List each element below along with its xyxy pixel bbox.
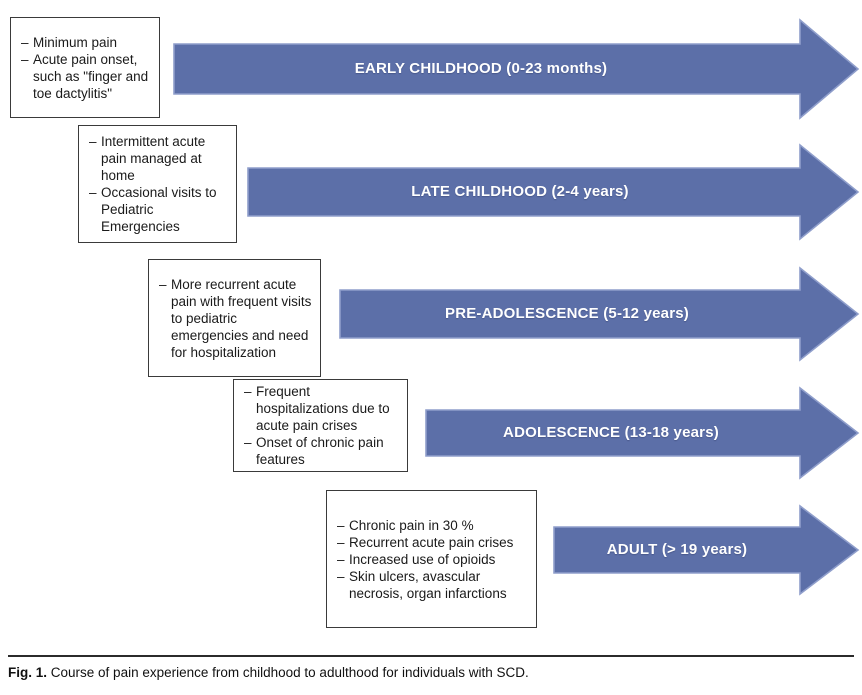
arrow-polygon: [173, 18, 860, 120]
stage-textbox-adult: –Chronic pain in 30 % –Recurrent acute p…: [326, 490, 537, 628]
stage-arrow-adolescence: ADOLESCENCE (13-18 years): [425, 386, 860, 480]
bullet-dash: –: [244, 384, 252, 399]
bullet-dash: –: [244, 435, 252, 450]
list-item: –More recurrent acute pain with frequent…: [159, 276, 312, 361]
arrow-polygon: [425, 386, 860, 480]
figure-caption: Fig. 1. Course of pain experience from c…: [8, 664, 854, 682]
list-item: –Frequent hospitalizations due to acute …: [244, 383, 399, 434]
stage-arrow-adult: ADULT (> 19 years): [553, 504, 860, 596]
bullet-text: Occasional visits to Pediatric Emergenci…: [101, 185, 217, 234]
stage-arrow-early-childhood: EARLY CHILDHOOD (0-23 months): [173, 18, 860, 120]
bullet-text: Recurrent acute pain crises: [349, 534, 514, 550]
caption-divider: [8, 655, 854, 657]
list-item: –Chronic pain in 30 %: [337, 517, 528, 534]
bullet-dash: –: [337, 568, 345, 584]
bullet-text: Chronic pain in 30 %: [349, 517, 474, 533]
bullet-dash: –: [89, 134, 97, 149]
bullet-text: Minimum pain: [33, 34, 118, 50]
list-item: –Acute pain onset, such as "finger and t…: [21, 51, 151, 102]
bullet-text: Intermittent acute pain managed at home: [101, 134, 206, 183]
bullet-text: Frequent hospitalizations due to acute p…: [256, 384, 390, 433]
list-item: –Skin ulcers, avascular necrosis, organ …: [337, 568, 528, 602]
stage-textbox-pre-adolescence: –More recurrent acute pain with frequent…: [148, 259, 321, 377]
arrow-shape: [425, 386, 860, 480]
list-item: –Intermittent acute pain managed at home: [89, 133, 228, 184]
arrow-shape: [247, 143, 860, 241]
bullet-list: –Intermittent acute pain managed at home…: [89, 133, 228, 235]
list-item: –Onset of chronic pain features: [244, 434, 399, 468]
arrow-polygon: [553, 504, 860, 596]
bullet-list: –Minimum pain –Acute pain onset, such as…: [21, 34, 151, 102]
bullet-text: More recurrent acute pain with frequent …: [171, 276, 312, 360]
bullet-dash: –: [89, 185, 97, 200]
bullet-list: –More recurrent acute pain with frequent…: [159, 276, 312, 361]
arrow-shape: [173, 18, 860, 120]
bullet-text: Skin ulcers, avascular necrosis, organ i…: [349, 568, 507, 601]
bullet-dash: –: [337, 534, 345, 550]
arrow-polygon: [247, 143, 860, 241]
bullet-dash: –: [159, 276, 167, 292]
bullet-text: Increased use of opioids: [349, 551, 496, 567]
stage-textbox-early-childhood: –Minimum pain –Acute pain onset, such as…: [10, 17, 160, 118]
list-item: –Recurrent acute pain crises: [337, 534, 528, 551]
list-item: –Occasional visits to Pediatric Emergenc…: [89, 184, 228, 235]
list-item: –Minimum pain: [21, 34, 151, 51]
stage-textbox-late-childhood: –Intermittent acute pain managed at home…: [78, 125, 237, 243]
bullet-dash: –: [21, 51, 29, 67]
bullet-dash: –: [337, 551, 345, 567]
bullet-list: –Frequent hospitalizations due to acute …: [244, 383, 399, 468]
arrow-polygon: [339, 266, 860, 362]
caption-text: Course of pain experience from childhood…: [50, 665, 529, 680]
bullet-dash: –: [21, 34, 29, 50]
caption-label: Fig. 1.: [8, 665, 48, 680]
list-item: –Increased use of opioids: [337, 551, 528, 568]
bullet-text: Onset of chronic pain features: [256, 435, 384, 467]
bullet-text: Acute pain onset, such as "finger and to…: [33, 51, 149, 101]
bullet-dash: –: [337, 517, 345, 533]
stage-arrow-pre-adolescence: PRE-ADOLESCENCE (5-12 years): [339, 266, 860, 362]
arrow-shape: [553, 504, 860, 596]
bullet-list: –Chronic pain in 30 % –Recurrent acute p…: [337, 517, 528, 602]
stage-arrow-late-childhood: LATE CHILDHOOD (2-4 years): [247, 143, 860, 241]
stage-textbox-adolescence: –Frequent hospitalizations due to acute …: [233, 379, 408, 472]
arrow-shape: [339, 266, 860, 362]
